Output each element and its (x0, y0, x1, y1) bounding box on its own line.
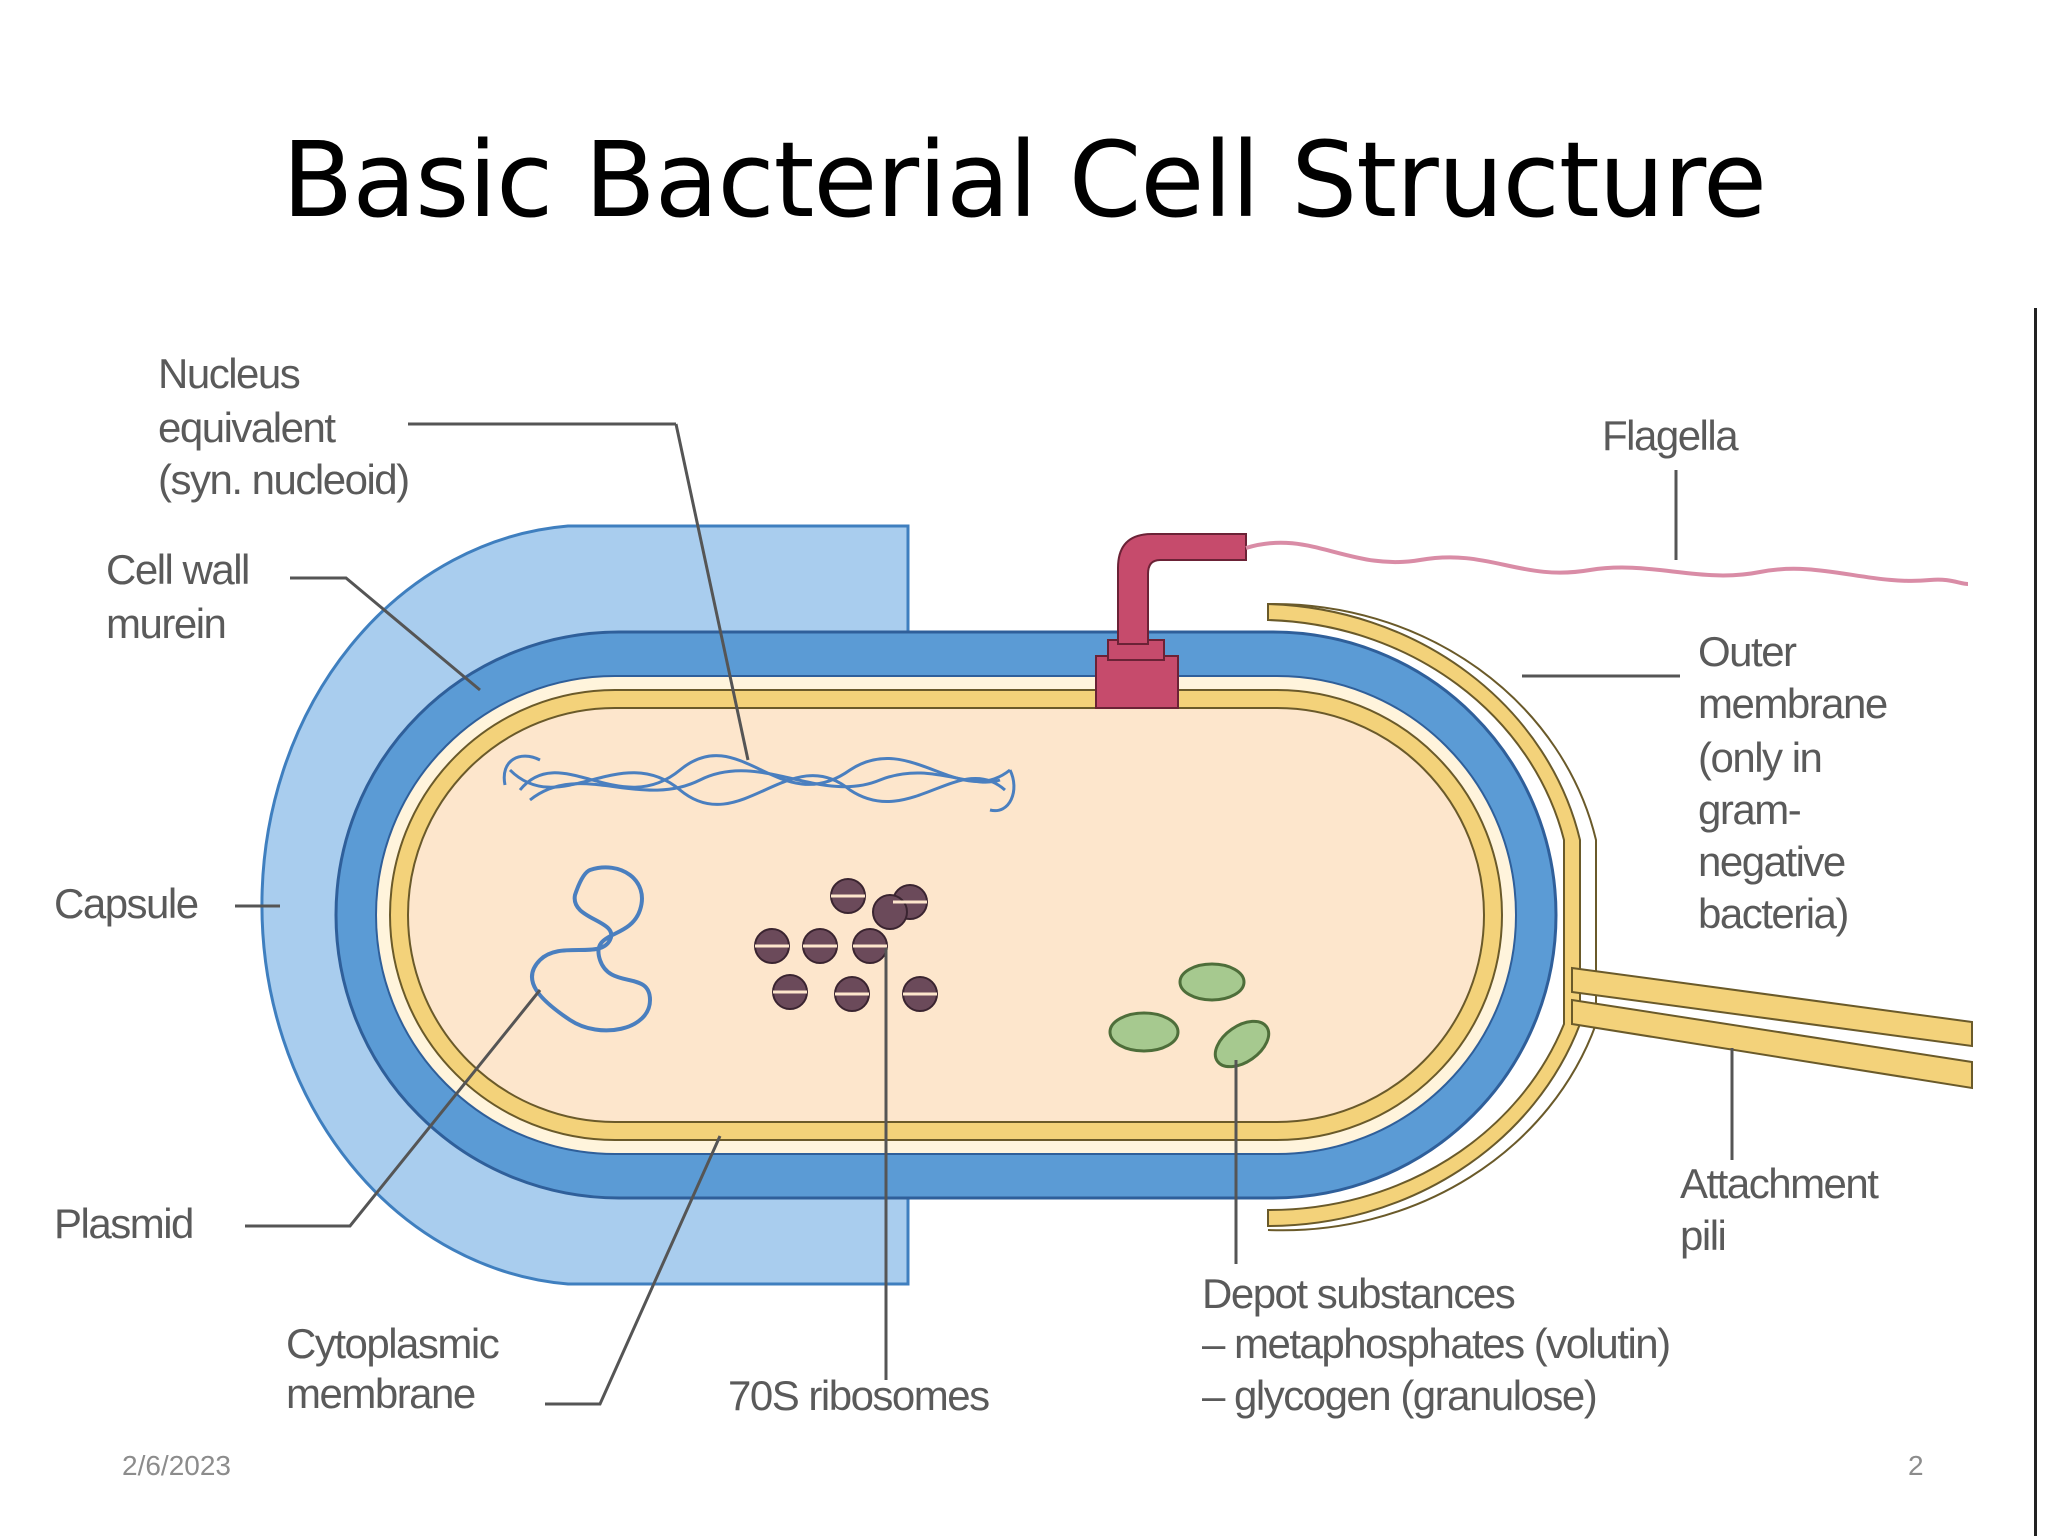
label-depot-2: – metaphosphates (volutin) (1202, 1320, 1670, 1367)
label-cytoplasmic-membrane-2: membrane (286, 1370, 475, 1417)
label-outer-membrane-5: negative (1698, 838, 1845, 885)
leader-lines (235, 422, 1734, 1406)
label-capsule: Capsule (54, 880, 198, 927)
label-outer-membrane-3: (only in (1698, 734, 1821, 781)
label-outer-membrane-4: gram- (1698, 786, 1801, 833)
label-depot-1: Depot substances (1202, 1270, 1515, 1317)
label-cell-wall-1: Cell wall (106, 546, 249, 593)
label-flagella: Flagella (1602, 412, 1739, 459)
outer-membrane (1267, 602, 1581, 1228)
label-nucleus-2: equivalent (158, 404, 336, 451)
flagellum (1095, 533, 1969, 709)
label-nucleus-1: Nucleus (158, 350, 300, 397)
depot-granules (1108, 962, 1271, 1069)
footer-page-number: 2 (1908, 1450, 1924, 1481)
label-outer-membrane-6: bacteria) (1698, 890, 1848, 937)
label-pili-1: Attachment (1680, 1160, 1879, 1207)
label-pili-2: pili (1680, 1212, 1725, 1259)
label-depot-3: – glycogen (granulose) (1202, 1372, 1596, 1419)
attachment-pili (1571, 966, 1973, 1090)
label-outer-membrane-1: Outer (1698, 628, 1797, 675)
label-outer-membrane-2: membrane (1698, 680, 1887, 727)
label-nucleus-3: (syn. nucleoid) (158, 456, 409, 503)
slide-title: Basic Bacterial Cell Structure (282, 119, 1767, 241)
plasmid (529, 865, 653, 1033)
label-plasmid: Plasmid (54, 1200, 193, 1247)
label-cell-wall-2: murein (106, 600, 225, 647)
label-ribosomes: 70S ribosomes (728, 1372, 989, 1419)
footer-date: 2/6/2023 (122, 1450, 231, 1481)
label-cytoplasmic-membrane-1: Cytoplasmic (286, 1320, 499, 1367)
nucleoid (502, 754, 1016, 813)
right-edge-rule (2034, 308, 2037, 1536)
cytoplasm (407, 707, 1485, 1123)
